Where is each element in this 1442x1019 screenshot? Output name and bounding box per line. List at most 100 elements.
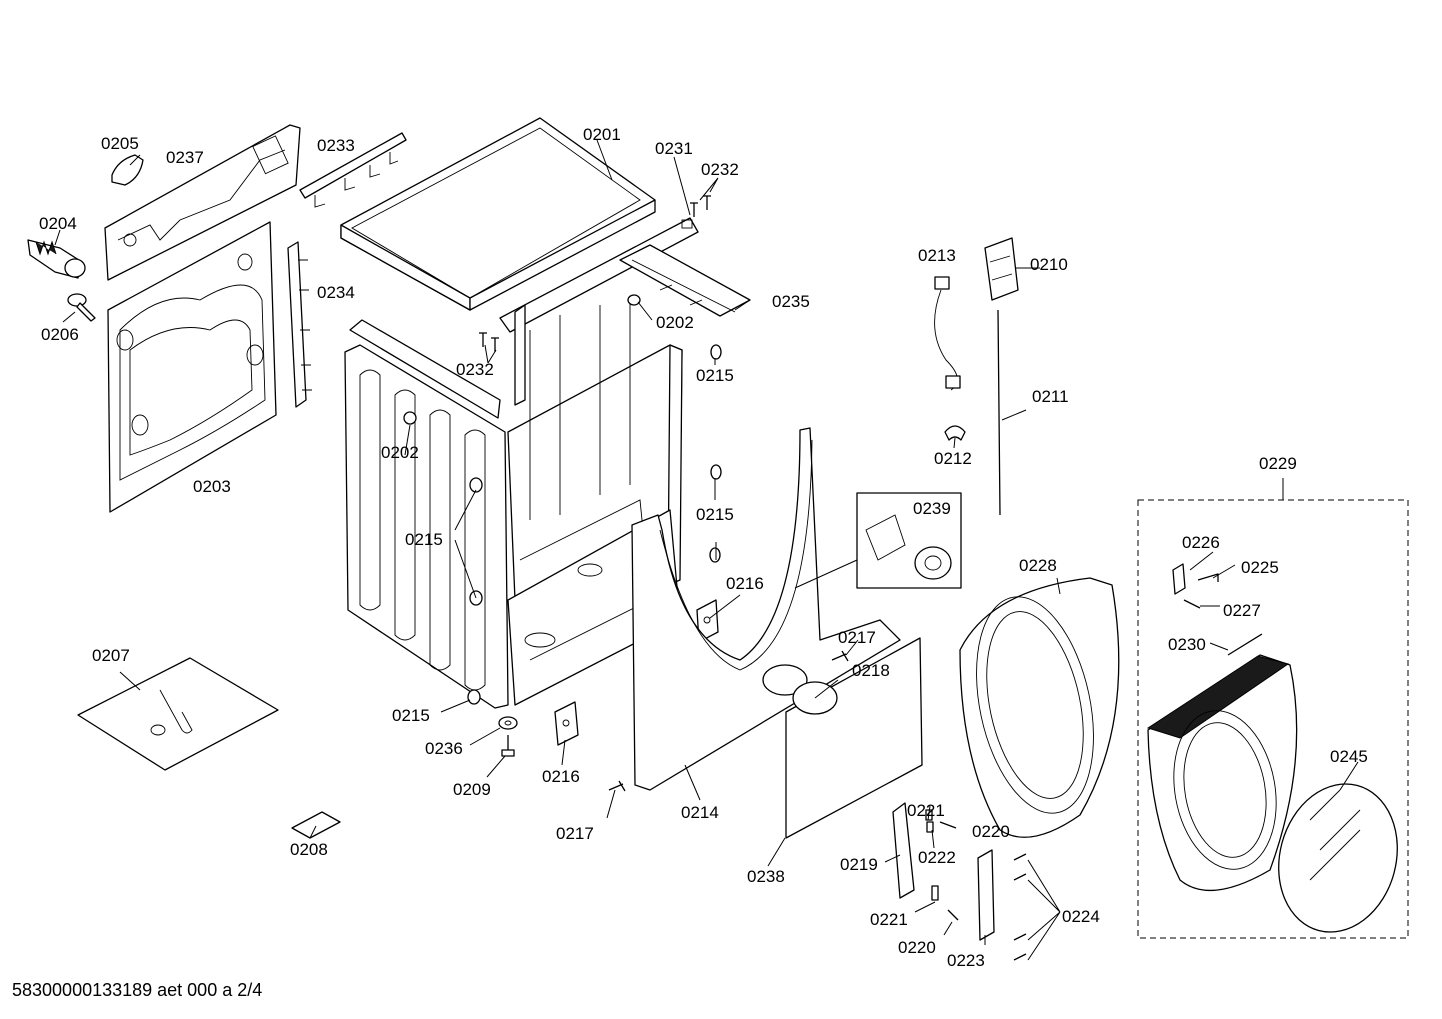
clamp-0208 [291, 811, 341, 839]
callout-0224: 0224 [1062, 907, 1100, 926]
clip-0215-b [710, 464, 722, 480]
callout-0210: 0210 [1030, 255, 1068, 274]
callout-0233: 0233 [317, 136, 355, 155]
top-rail-0235 [619, 244, 751, 317]
callout-0212: 0212 [934, 449, 972, 468]
callout-0232: 0232 [456, 360, 494, 379]
callout-0215: 0215 [696, 505, 734, 524]
top-cover-0201 [340, 117, 656, 311]
callout-0202: 0202 [656, 313, 694, 332]
callout-0205: 0205 [101, 134, 139, 153]
screws-0232-front [479, 332, 499, 352]
callout-0218: 0218 [852, 661, 890, 680]
screw-0220-lower [947, 909, 959, 921]
rear-panel-0203 [107, 221, 277, 513]
callout-0217: 0217 [838, 628, 876, 647]
callout-0204: 0204 [39, 214, 77, 233]
bolt-0206 [67, 293, 96, 322]
pin-0227 [1183, 599, 1201, 609]
callout-0208: 0208 [290, 840, 328, 859]
strip-0233 [299, 132, 407, 208]
callout-labels: 0201 0231 0232 0233 0205 0237 0204 0206 … [39, 125, 1368, 970]
clip-0215-c [709, 547, 721, 563]
cabinet-frame [344, 300, 683, 709]
hinge-plate-0223 [977, 849, 995, 941]
door-ring-0228 [959, 577, 1120, 838]
callout-0221: 0221 [907, 801, 945, 820]
group-0229 [1137, 478, 1409, 939]
foot-0209 [501, 735, 515, 757]
bracket-0226 [1172, 563, 1186, 595]
sleeve-0222 [926, 821, 934, 833]
callout-0211: 0211 [1032, 387, 1069, 406]
callout-0235: 0235 [772, 292, 810, 311]
callout-0215: 0215 [405, 530, 443, 549]
callout-0216: 0216 [726, 574, 764, 593]
bracket-0216-lower [554, 701, 579, 746]
clip-0205 [111, 154, 144, 186]
callout-0245: 0245 [1330, 747, 1368, 766]
callout-0227: 0227 [1223, 601, 1261, 620]
accessory-bag-0207 [77, 657, 279, 771]
screw-0220-upper [939, 821, 957, 829]
callout-0220: 0220 [898, 938, 936, 957]
spring-0204 [27, 239, 86, 279]
clip-0202-side [403, 411, 417, 425]
clip-0202-upper [627, 294, 641, 306]
switch-0210 [984, 237, 1019, 301]
screw-0217-upper [831, 650, 849, 662]
document-code: 58300000133189 aet 000 a 2/4 [12, 980, 263, 1000]
callout-0209: 0209 [453, 780, 491, 799]
inset-0239 [794, 492, 962, 589]
clip-0215-d [469, 477, 483, 493]
callout-0231: 0231 [655, 139, 693, 158]
callout-0217: 0217 [556, 824, 594, 843]
washer-0236 [498, 716, 518, 730]
callout-0234: 0234 [317, 283, 355, 302]
callout-0213: 0213 [918, 246, 956, 265]
callout-0237: 0237 [166, 148, 204, 167]
callout-0236: 0236 [425, 739, 463, 758]
rod-0211 [997, 309, 1001, 516]
rear-bracket-0237 [104, 124, 301, 281]
callout-0222: 0222 [918, 848, 956, 867]
callout-0214: 0214 [681, 803, 719, 822]
callout-0238: 0238 [747, 867, 785, 886]
callout-0215: 0215 [392, 706, 430, 725]
callout-0203: 0203 [193, 477, 231, 496]
callout-0206: 0206 [41, 325, 79, 344]
callout-0230: 0230 [1168, 635, 1206, 654]
front-panel-0214 [631, 427, 901, 791]
glass-0245 [1278, 783, 1398, 933]
cable-0213 [934, 276, 961, 391]
callout-0216: 0216 [542, 767, 580, 786]
door-frame [1146, 654, 1298, 891]
clip-0215-f [467, 689, 481, 705]
callout-0219: 0219 [840, 855, 878, 874]
clip-0212 [944, 425, 966, 441]
callout-0220: 0220 [972, 822, 1010, 841]
hinge-0219 [892, 802, 915, 899]
leader-lines [54, 139, 1359, 961]
pin-0221-lower [931, 885, 939, 901]
callout-0239: 0239 [913, 499, 951, 518]
window-0230 [1227, 633, 1263, 656]
callout-0228: 0228 [1019, 556, 1057, 575]
kick-panel-0238 [785, 637, 923, 839]
spring-0225 [1197, 573, 1219, 582]
clip-0215-a [710, 344, 722, 360]
screws-0224 [1013, 853, 1027, 961]
screws-0232-top [690, 195, 711, 217]
callout-0226: 0226 [1182, 533, 1220, 552]
callout-0215: 0215 [696, 366, 734, 385]
callout-0232: 0232 [701, 160, 739, 179]
callout-0225: 0225 [1241, 558, 1279, 577]
callout-0202: 0202 [381, 443, 419, 462]
screw-0217-lower [608, 780, 626, 792]
callout-0229: 0229 [1259, 454, 1297, 473]
strip-0234 [287, 241, 312, 408]
callout-0201: 0201 [583, 125, 621, 144]
callout-0207: 0207 [92, 646, 130, 665]
callout-0221: 0221 [870, 910, 908, 929]
